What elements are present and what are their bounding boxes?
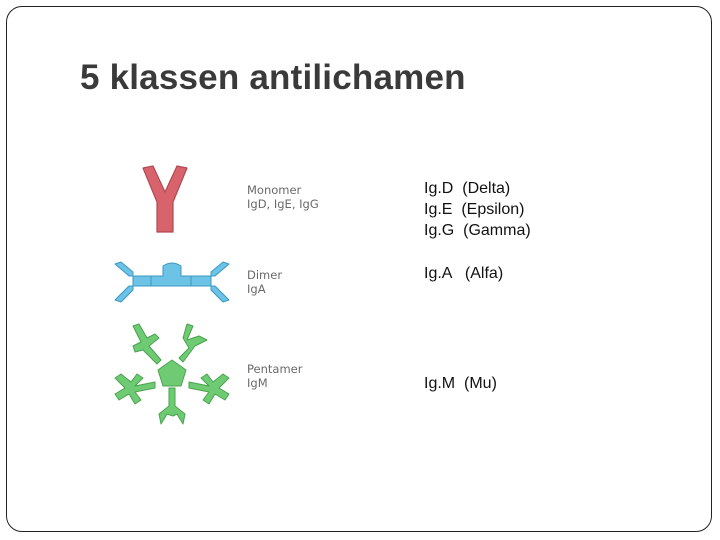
dimer-antibody-icon xyxy=(114,261,230,303)
pentamer-class-list: Ig.M (Mu) xyxy=(424,373,497,394)
class-item-igd: Ig.D (Delta) xyxy=(424,180,511,197)
monomer-class-list: Ig.D (Delta) Ig.E (Epsilon) Ig.G (Gamma) xyxy=(424,178,531,241)
dimer-label-name: Dimer xyxy=(247,268,283,282)
monomer-label: Monomer IgD, IgE, IgG xyxy=(247,183,319,211)
monomer-label-classes: IgD, IgE, IgG xyxy=(247,197,319,211)
slide-frame xyxy=(6,6,712,532)
class-item-igm: Ig.M (Mu) xyxy=(424,375,497,392)
class-item-ige: Ig.E (Epsilon) xyxy=(424,201,525,218)
slide-title: 5 klassen antilichamen xyxy=(80,58,466,97)
class-item-igg: Ig.G (Gamma) xyxy=(424,222,531,239)
pentamer-label-classes: IgM xyxy=(247,376,268,390)
monomer-antibody-icon xyxy=(142,165,188,233)
monomer-label-name: Monomer xyxy=(247,183,302,197)
dimer-label: Dimer IgA xyxy=(247,268,282,296)
class-item-iga: Ig.A (Alfa) xyxy=(424,265,504,282)
antibody-figure: Monomer IgD, IgE, IgG Dimer IgA xyxy=(105,150,345,440)
dimer-label-classes: IgA xyxy=(247,282,266,296)
pentamer-label: Pentamer IgM xyxy=(247,362,302,390)
pentamer-label-name: Pentamer xyxy=(247,362,303,376)
dimer-class-list: Ig.A (Alfa) xyxy=(424,263,503,284)
pentamer-antibody-icon xyxy=(114,323,230,425)
